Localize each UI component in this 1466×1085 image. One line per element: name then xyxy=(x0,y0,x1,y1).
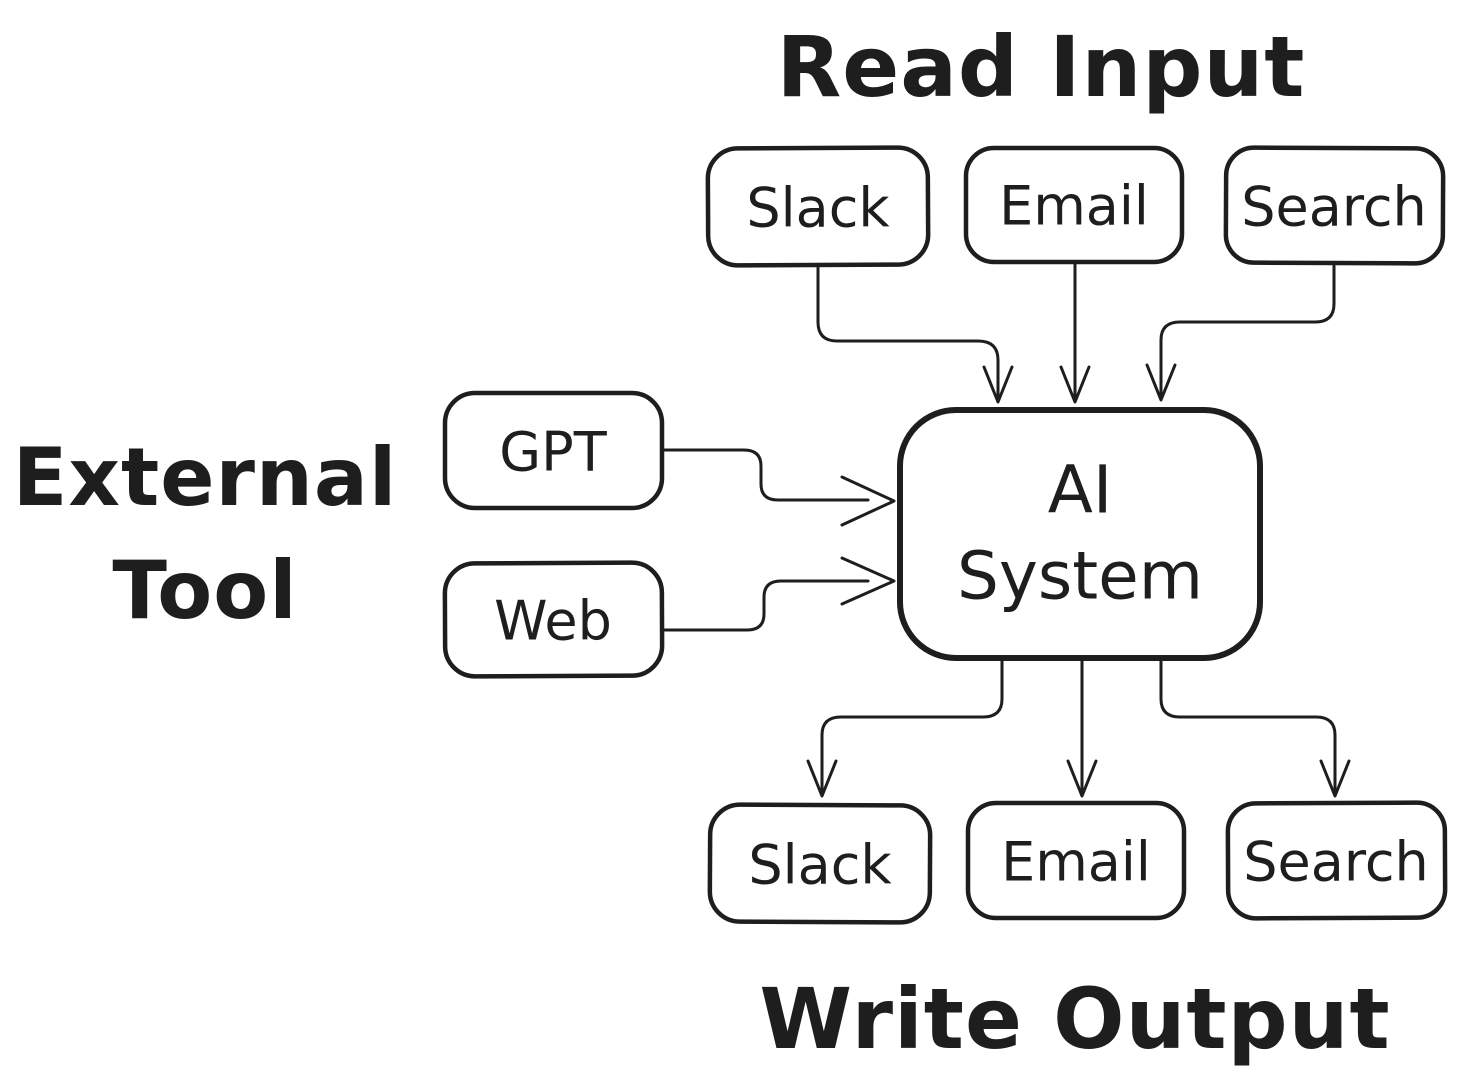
output-slack-label: Slack xyxy=(748,834,892,897)
arrow-input-email-arrowhead-icon xyxy=(1059,365,1091,404)
arrow-input-slack-line xyxy=(816,264,1000,400)
arrow-output-email-arrowhead-icon xyxy=(1066,759,1098,798)
web-box xyxy=(442,560,665,679)
input-email-label: Email xyxy=(999,175,1149,238)
arrow-output-slack-arrowhead-icon xyxy=(806,759,838,798)
gpt-label: GPT xyxy=(499,421,607,484)
arrow-input-search-arrowhead-icon xyxy=(1145,363,1177,402)
arrow-input-email-to-ai xyxy=(1059,260,1091,404)
input-slack-label: Slack xyxy=(746,177,890,240)
web-label: Web xyxy=(494,590,612,653)
ai-system-label-line1: AI xyxy=(1048,452,1113,529)
arrow-web-arrowhead-icon xyxy=(840,556,896,606)
arrow-ai-to-output-email xyxy=(1066,658,1098,798)
output-email-box xyxy=(965,800,1187,921)
output-search-box xyxy=(1225,800,1448,921)
input-search-label: Search xyxy=(1241,176,1427,239)
output-email-label: Email xyxy=(1001,831,1151,894)
node-output-slack: Slack xyxy=(707,802,933,925)
output-slack-box xyxy=(707,802,933,925)
arrow-web-to-ai xyxy=(661,556,896,632)
input-email-box xyxy=(963,145,1185,265)
arrow-input-search-to-ai xyxy=(1145,264,1336,402)
node-input-email: Email xyxy=(963,145,1185,265)
title-write-output: Write Output xyxy=(759,970,1390,1068)
arrow-gpt-to-ai xyxy=(661,448,896,527)
arrow-output-slack-line xyxy=(820,658,1004,794)
side-label-line1: External xyxy=(13,431,398,524)
arrow-output-search-arrowhead-icon xyxy=(1319,759,1351,798)
arrow-gpt-line xyxy=(661,448,870,502)
arrow-ai-to-output-slack xyxy=(806,658,1004,798)
node-web: Web xyxy=(442,560,665,679)
node-input-slack: Slack xyxy=(705,145,931,268)
output-search-label: Search xyxy=(1243,831,1429,894)
node-output-email: Email xyxy=(965,800,1187,921)
input-search-box xyxy=(1223,145,1446,266)
input-slack-box xyxy=(705,145,931,268)
arrow-ai-to-output-search xyxy=(1159,658,1351,798)
node-input-search: Search xyxy=(1223,145,1446,266)
arrow-gpt-arrowhead-icon xyxy=(840,475,896,527)
node-output-search: Search xyxy=(1225,800,1448,921)
side-label-external-tool: External Tool xyxy=(13,431,398,637)
node-ai-system: AI System xyxy=(897,407,1263,661)
arrow-input-search-line xyxy=(1159,264,1336,398)
arrow-web-line xyxy=(661,579,870,632)
arrow-input-slack-to-ai xyxy=(816,264,1014,404)
ai-system-box xyxy=(897,407,1263,661)
arrow-input-slack-arrowhead-icon xyxy=(982,365,1014,404)
node-gpt: GPT xyxy=(442,390,665,511)
arrow-output-search-line xyxy=(1159,658,1337,794)
gpt-box xyxy=(442,390,665,511)
ai-system-label-line2: System xyxy=(957,538,1203,615)
side-label-line2: Tool xyxy=(112,544,297,637)
title-read-input: Read Input xyxy=(777,18,1306,116)
